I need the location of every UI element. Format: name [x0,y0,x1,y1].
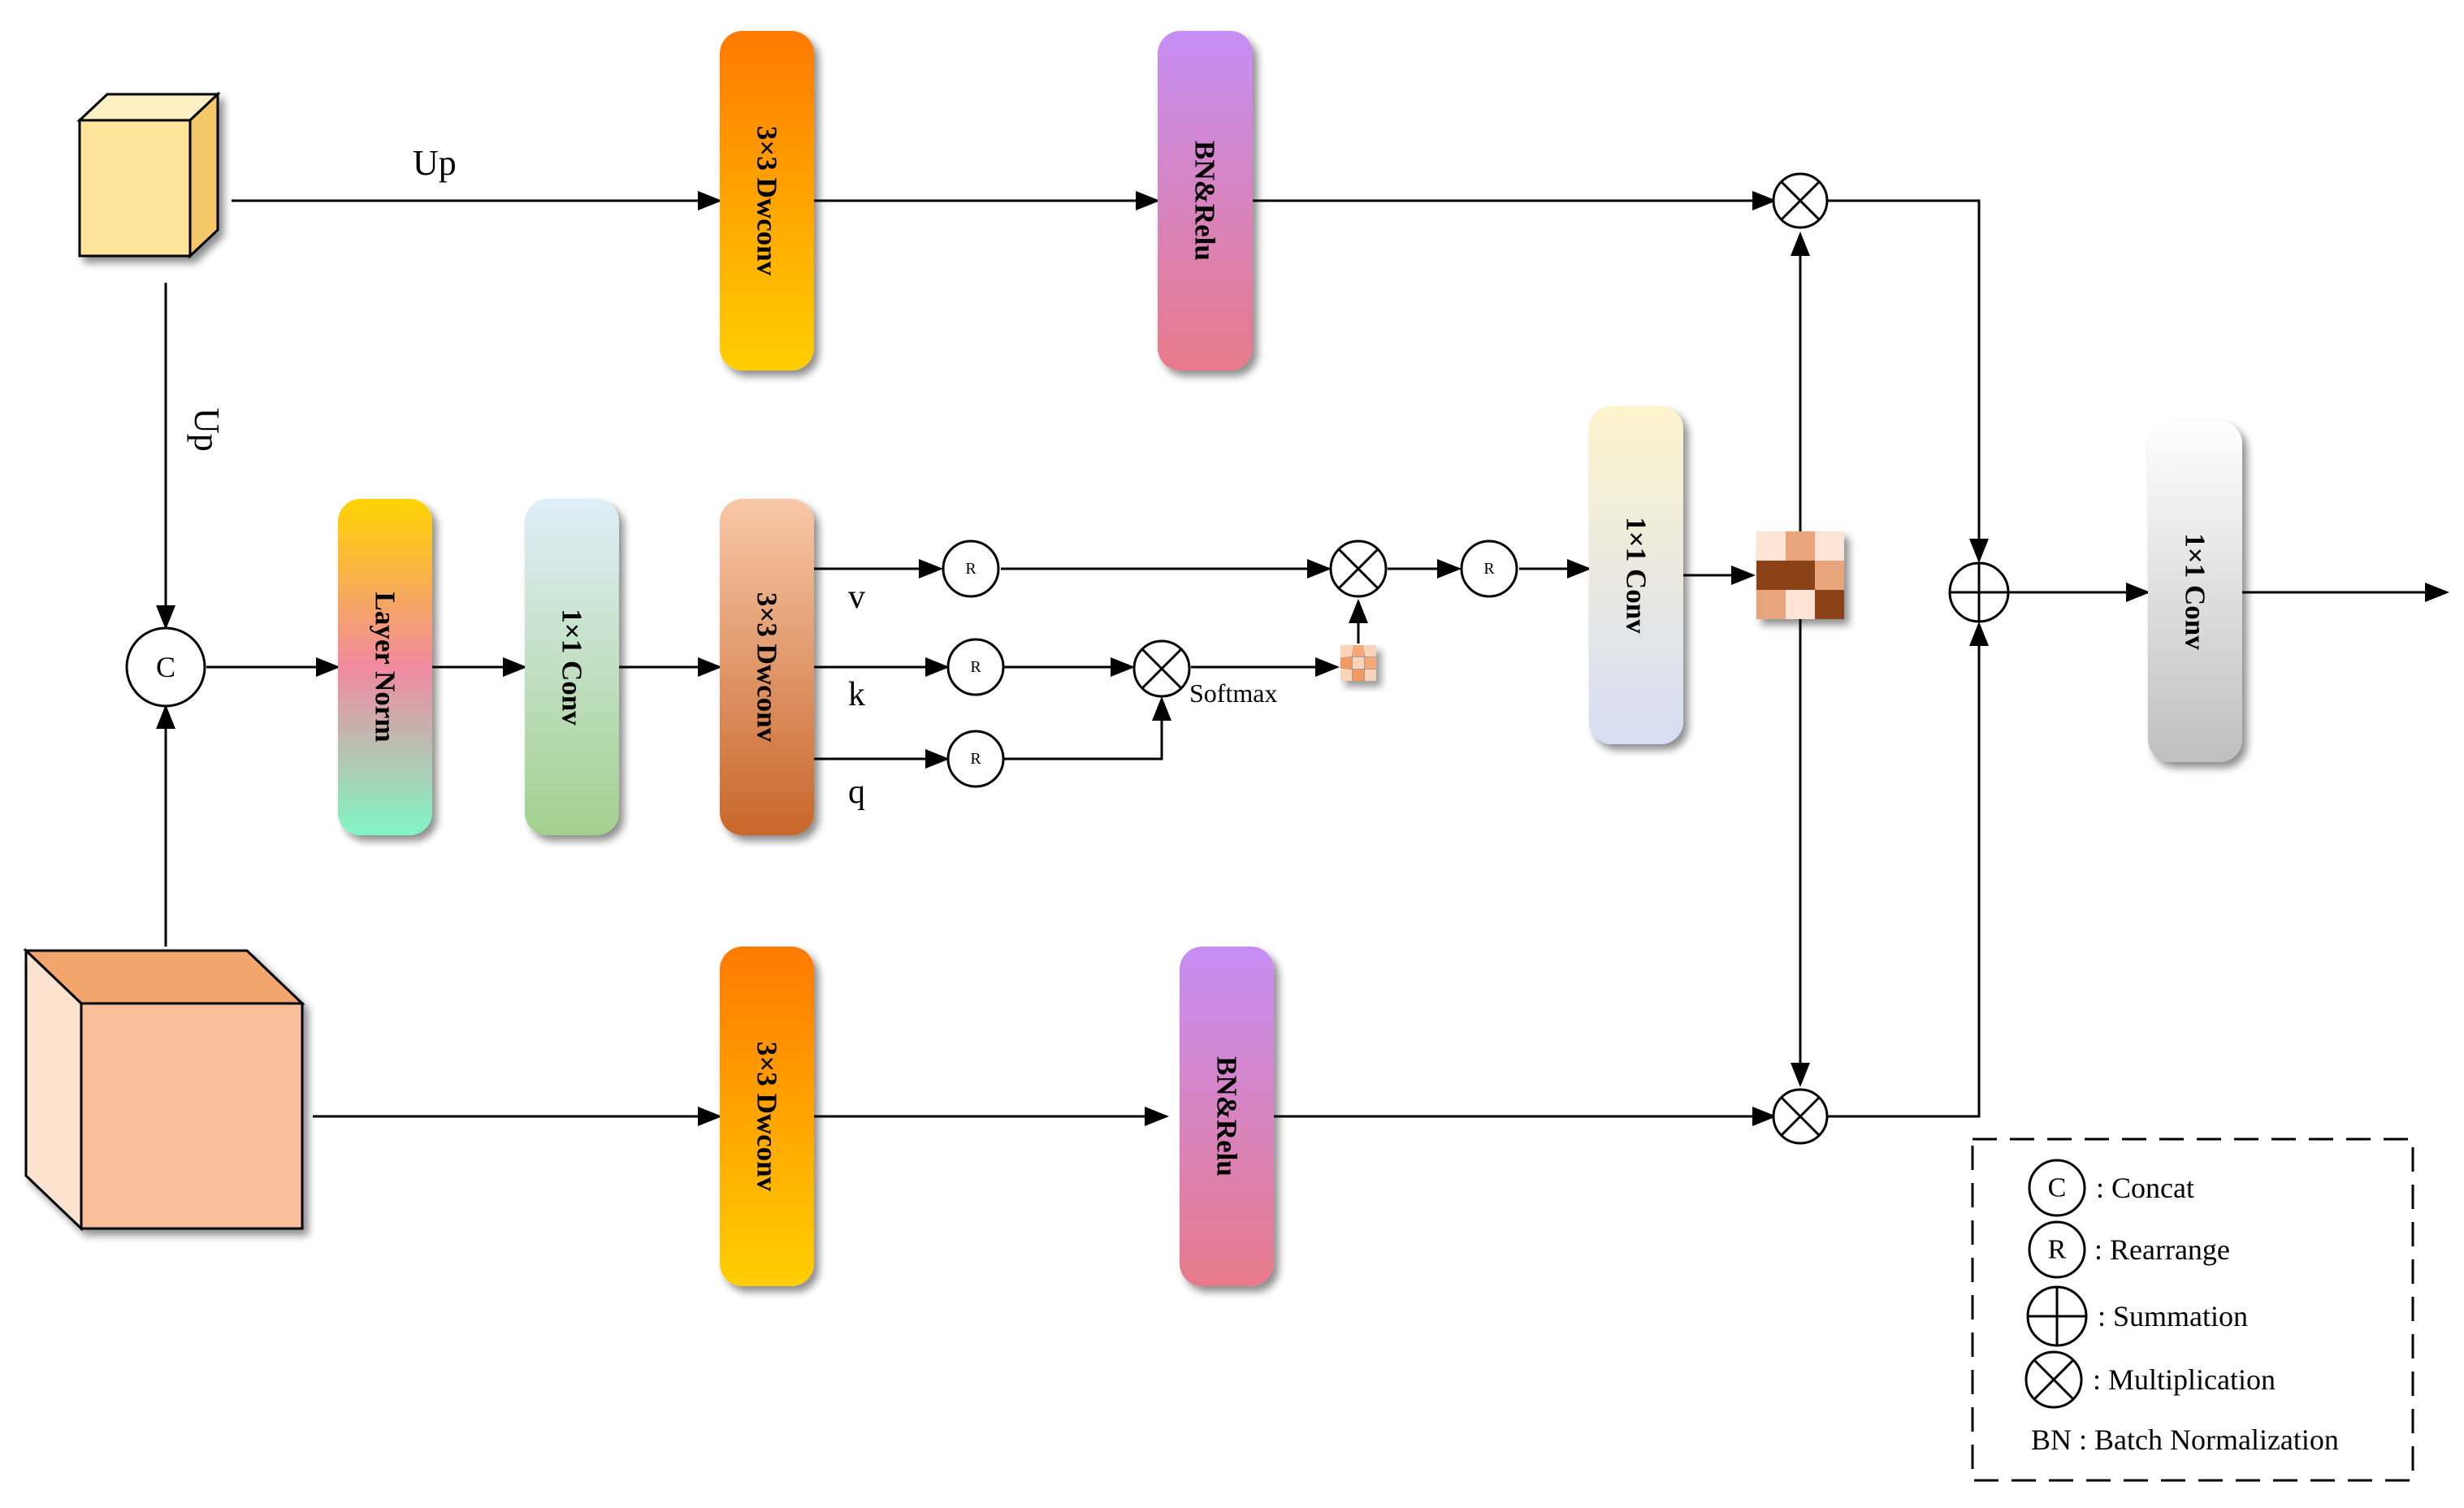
layer-norm-block: Layer Norm [338,499,432,835]
rearrange-operator-q: R [946,730,1005,788]
softmax-grid-icon [1340,645,1376,681]
legend-summation-text: : Summation [2098,1300,2248,1332]
legend-rearrange: R : Rearrange [2028,1220,2230,1279]
large-feature-cube [23,947,305,1232]
multiplication-operator-kq [1132,639,1191,698]
rearrange-operator-out: R [1460,540,1518,598]
connectors [156,191,2449,1126]
legend-rearrange-text: : Rearrange [2094,1233,2230,1266]
arrow-rq-to-mul [1004,696,1171,760]
k-label: k [848,676,865,713]
q-label: q [848,774,865,811]
legend-multiplication: : Multiplication [2024,1350,2276,1409]
top-bnrelu-block: BN&Relu [1158,31,1253,370]
conv1x1-block-b: 1×1 Conv [1589,406,1683,744]
summation-operator [1948,561,2010,623]
mid-dwconv-block: 3×3 Dwconv [720,499,814,835]
mid-dwconv-label: 3×3 Dwconv [751,592,783,743]
bottom-dwconv-block: 3×3 Dwconv [720,947,814,1286]
legend-rearrange-symbol: R [2048,1235,2067,1265]
rearrange-symbol: R [970,750,981,768]
legend-concat: C : Concat [2028,1159,2194,1217]
concat-operator: C [125,626,206,708]
bottom-bnrelu-label: BN&Relu [1211,1056,1243,1176]
arrow-top-mul-to-sum [1828,199,1989,563]
legend-bn-text: BN : Batch Normalization [2031,1424,2339,1456]
attention-matrix-icon [1756,531,1844,619]
conv1x1-out-label: 1×1 Conv [2180,533,2211,650]
conv1x1-a-label: 1×1 Conv [556,609,588,726]
conv1x1-block-a: 1×1 Conv [525,499,619,835]
multiplication-operator-top [1772,172,1829,229]
multiplication-operator-v [1329,540,1388,598]
legend: C : Concat R : Rearrange : Summation : M… [1971,1138,2414,1482]
top-dwconv-block: 3×3 Dwconv [720,31,814,370]
small-feature-cube [76,91,221,259]
legend-multiplication-text: : Multiplication [2093,1363,2276,1396]
rearrange-symbol: R [970,658,981,676]
v-label: v [848,578,865,616]
bottom-bnrelu-block: BN&Relu [1180,947,1274,1286]
rearrange-operator-k: R [946,638,1005,696]
legend-concat-text: : Concat [2096,1172,2194,1204]
conv1x1-b-label: 1×1 Conv [1621,517,1652,634]
concat-symbol: C [156,651,175,683]
rearrange-operator-v: R [942,540,1000,598]
conv1x1-output-block: 1×1 Conv [2148,421,2242,762]
rearrange-symbol: R [965,560,977,578]
legend-concat-symbol: C [2048,1173,2067,1203]
top-dwconv-label: 3×3 Dwconv [751,126,783,276]
multiplication-operator-bottom [1772,1088,1829,1145]
bottom-dwconv-label: 3×3 Dwconv [751,1042,783,1192]
up-vertical-label: Up [187,408,227,452]
top-bnrelu-label: BN&Relu [1189,141,1221,261]
up-horizontal-label: Up [413,143,457,183]
rearrange-symbol: R [1483,560,1495,578]
softmax-label: Softmax [1189,678,1277,708]
legend-summation: : Summation [2026,1285,2248,1347]
arrow-bottom-mul-to-sum [1828,622,1989,1118]
layer-norm-label: Layer Norm [370,592,401,743]
